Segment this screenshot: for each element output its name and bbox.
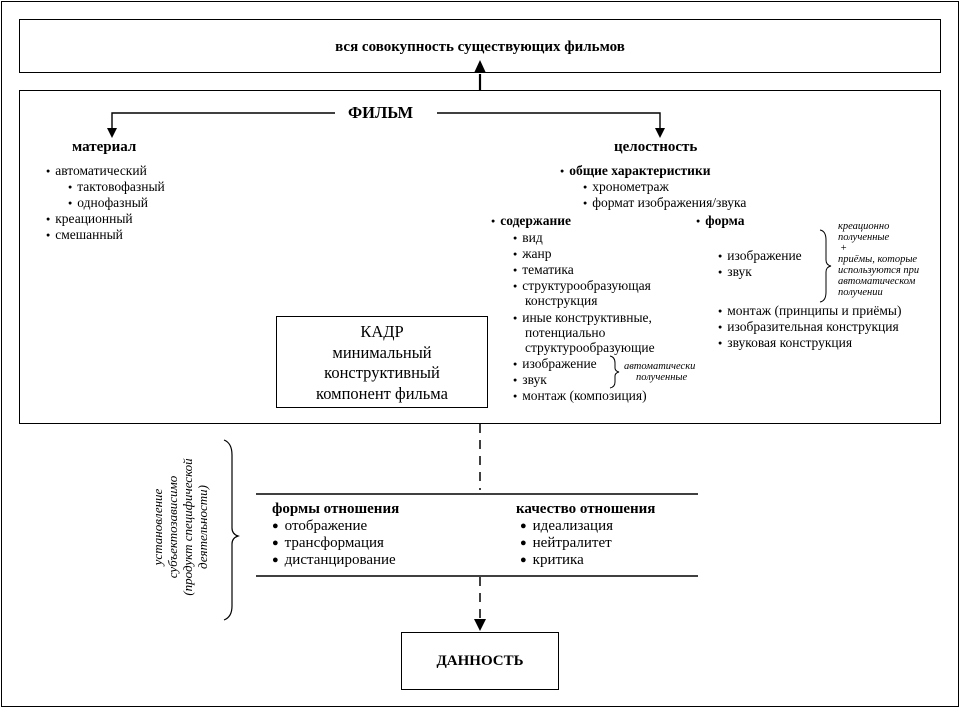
content-item-sound: звук xyxy=(513,372,547,388)
general-label: общие характеристики xyxy=(560,163,710,179)
form-label: форма xyxy=(696,213,744,229)
form-item-montage: монтаж (принципы и приёмы) xyxy=(718,303,901,319)
content-item-other-3: структурообразующие xyxy=(525,340,655,355)
quality-item-idealization: идеализация xyxy=(520,518,613,534)
form-item-sound-construction: звуковая конструкция xyxy=(718,335,852,351)
auto-note-1: автоматически xyxy=(624,361,696,372)
quality-item-neutrality: нейтралитет xyxy=(520,535,612,551)
kadr-line-4: компонент фильма xyxy=(316,383,448,403)
quality-heading: качество отношения xyxy=(516,501,656,517)
branch-left xyxy=(111,112,335,132)
form-item-sound: звук xyxy=(718,264,752,280)
material-item-creation: креационный xyxy=(46,211,132,227)
form-note-2: полученные xyxy=(838,232,890,243)
side-label-line-3: (продукт специфической xyxy=(180,458,195,596)
arrow-down-head xyxy=(474,619,486,631)
form-note-3: + xyxy=(840,243,848,254)
content-item-montage: монтаж (композиция) xyxy=(513,388,646,404)
side-label-line-4: деятельности) xyxy=(195,485,210,569)
material-item-mixed: смешанный xyxy=(46,227,123,243)
kadr-line-1: КАДР xyxy=(360,322,404,341)
material-item-auto: автоматический xyxy=(46,163,147,179)
general-item-format: формат изображения/звука xyxy=(583,195,746,211)
forms-item-transformation: трансформация xyxy=(272,535,384,551)
forms-heading: формы отношения xyxy=(272,501,400,517)
content-item-other-1: иные конструктивные, xyxy=(513,310,652,326)
side-label-line-1: установление xyxy=(150,488,165,566)
givenness-box xyxy=(401,632,559,690)
kadr-line-2: минимальный xyxy=(332,342,432,362)
form-note-6: автоматическом xyxy=(838,276,916,287)
form-item-visual-construction: изобразительная конструкция xyxy=(718,319,898,335)
quality-item-critique: критика xyxy=(520,552,584,568)
film-title: ФИЛЬМ xyxy=(348,103,414,122)
form-note-5: используются при xyxy=(838,265,920,276)
side-label-line-2: субъектозависимо xyxy=(165,475,180,579)
side-brace xyxy=(223,439,240,621)
forms-item-distancing: дистанцирование xyxy=(272,552,396,568)
integrity-heading: целостность xyxy=(614,139,698,155)
content-label: содержание xyxy=(491,213,571,229)
all-films-title: вся совокупность существующих фильмов xyxy=(335,39,625,55)
material-item-tact: тактовофазный xyxy=(68,179,165,195)
auto-brace xyxy=(609,355,620,389)
content-item-structure-1: структурообразующая xyxy=(513,278,651,294)
content-item-other-2: потенциально xyxy=(525,325,606,340)
content-item-structure-2: конструкция xyxy=(525,293,598,308)
side-label: установление субъектозависимо (продукт с… xyxy=(150,442,210,612)
forms-item-reflection: отображение xyxy=(272,518,368,534)
content-item-image: изображение xyxy=(513,356,596,372)
film-box xyxy=(19,90,941,424)
form-item-image: изображение xyxy=(718,248,801,264)
kadr-line-3: конструктивный xyxy=(324,363,440,382)
content-item-genre: жанр xyxy=(513,246,551,262)
form-note-4: приёмы, которые xyxy=(838,254,918,265)
kadr-box: КАДР минимальный конструктивный компонен… xyxy=(276,316,488,408)
branch-right xyxy=(437,112,661,132)
material-item-single: однофазный xyxy=(68,195,148,211)
givenness-title: ДАННОСТЬ xyxy=(436,653,524,669)
auto-note-2: полученные xyxy=(636,372,688,383)
content-item-theme: тематика xyxy=(513,262,573,278)
form-note-1: креационно xyxy=(838,221,890,232)
form-brace xyxy=(819,229,832,303)
arrow-up-head xyxy=(474,60,486,73)
form-note-7: получении xyxy=(838,287,883,298)
general-item-duration: хронометраж xyxy=(583,179,669,195)
material-heading: материал xyxy=(72,139,137,155)
content-item-kind: вид xyxy=(513,230,542,246)
